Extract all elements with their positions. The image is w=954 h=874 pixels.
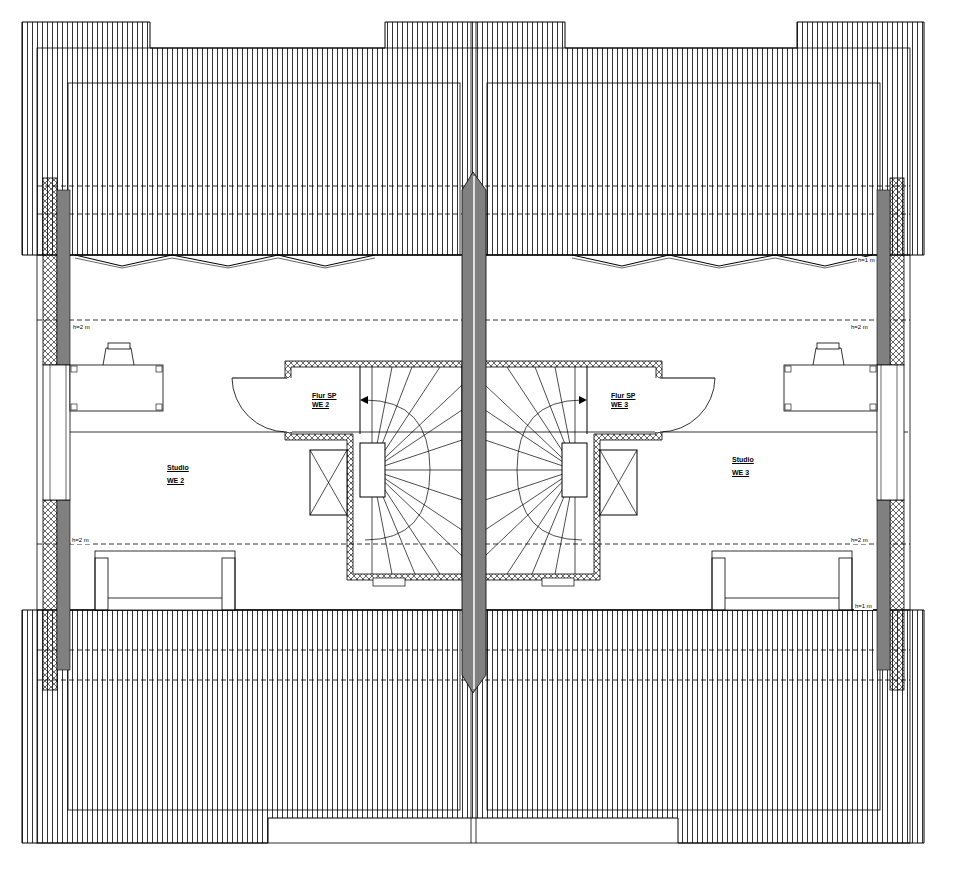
height-note: h=2 m	[72, 324, 91, 331]
room-name: Flur SP	[611, 391, 657, 400]
unit-half	[43, 178, 462, 690]
unit-name: WE 2	[312, 400, 358, 409]
room-name: Flur SP	[312, 391, 358, 400]
height-note: h=2 m	[71, 537, 90, 544]
roof-outlines	[37, 22, 910, 843]
party-wall	[462, 172, 486, 693]
height-note: h=2 m	[850, 537, 869, 544]
height-note: h=1 m	[854, 603, 873, 610]
room-label: WE 2	[167, 476, 184, 485]
room-label: Studio	[167, 463, 189, 472]
unit-name: WE 3	[611, 400, 657, 409]
room-box: Flur SPWE 2	[294, 369, 358, 431]
room-box: Flur SPWE 3	[593, 369, 657, 431]
room-label: WE 3	[732, 468, 749, 477]
room-label: Studio	[732, 455, 754, 464]
height-note: h=2 m	[850, 324, 869, 331]
height-note: h=1 m	[857, 257, 876, 264]
